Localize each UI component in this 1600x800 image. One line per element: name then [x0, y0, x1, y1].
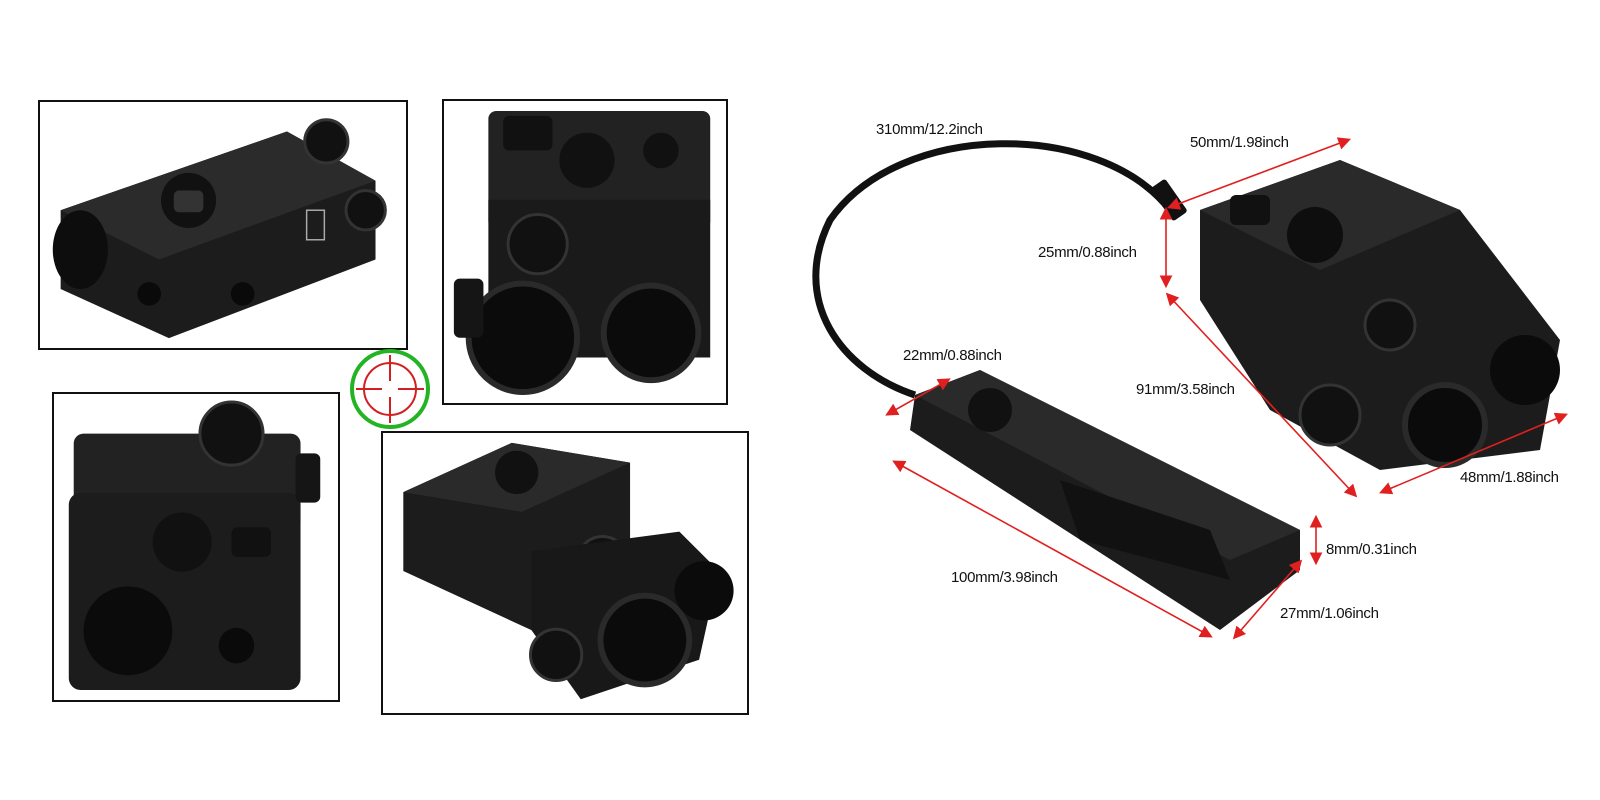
unit-depth-label: 48mm/1.88inch [1460, 469, 1559, 486]
switch-length-label: 100mm/3.98inch [951, 569, 1058, 586]
unit-height-label: 25mm/0.88inch [1038, 244, 1137, 261]
product-view-bottom-right [381, 431, 749, 715]
cable-length-label: 310mm/12.2inch [876, 121, 983, 138]
switch-height-label: 8mm/0.31inch [1326, 541, 1417, 558]
product-view-top-right [442, 99, 728, 405]
switch-width-label: 22mm/0.88inch [903, 347, 1002, 364]
switch-depth-label: 27mm/1.06inch [1280, 605, 1379, 622]
dimension-diagram: 310mm/12.2inch 50mm/1.98inch 25mm/0.88in… [800, 100, 1600, 660]
product-view-top-left [38, 100, 408, 350]
unit-length-label: 91mm/3.58inch [1136, 381, 1235, 398]
unit-width-label: 50mm/1.98inch [1190, 134, 1289, 151]
crosshair-reticle-icon [348, 347, 432, 431]
product-view-bottom-left [52, 392, 340, 702]
